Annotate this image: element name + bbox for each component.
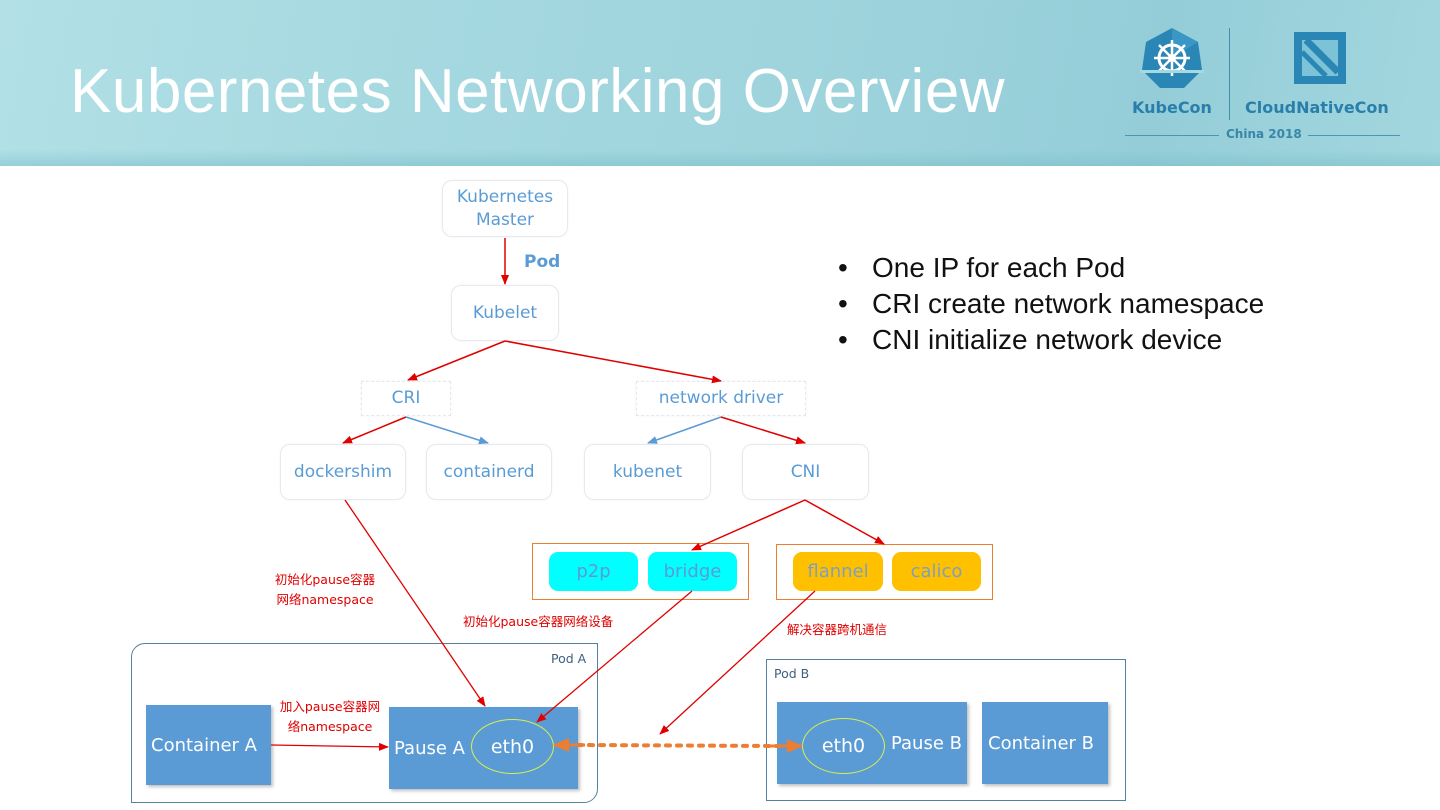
- kubernetes-master-node[interactable]: Kubernetes Master: [442, 180, 568, 237]
- slide-header: [0, 0, 1440, 166]
- bullet-item: •CRI create network namespace: [838, 286, 1264, 322]
- cri-node[interactable]: CRI: [361, 381, 451, 416]
- plugin-calico[interactable]: calico: [892, 552, 981, 591]
- dockershim-node[interactable]: dockershim: [280, 444, 406, 500]
- bullet-item: •CNI initialize network device: [838, 322, 1264, 358]
- note-cross-host: 解决容器跨机通信: [787, 622, 888, 637]
- pod-b-label: Pod B: [774, 666, 810, 681]
- pod-link-dotted: [576, 743, 782, 748]
- plugin-bridge[interactable]: bridge: [648, 552, 737, 591]
- note-join-namespace: 加入pause容器网 络namespace: [279, 699, 381, 734]
- arrow-cri-to-dockershim: [342, 416, 407, 444]
- bullet-dot-icon: •: [838, 288, 848, 319]
- container-a[interactable]: Container A: [146, 705, 271, 785]
- containerd-node[interactable]: containerd: [426, 444, 552, 500]
- header-shade: [0, 150, 1440, 166]
- arrow-kubelet-to-network-driver: [504, 340, 722, 384]
- plugin-p2p[interactable]: p2p: [549, 552, 638, 591]
- arrow-kubelet-to-cri: [407, 340, 506, 381]
- bullet-list: •One IP for each Pod •CRI create network…: [838, 250, 1264, 358]
- slide-title: Kubernetes Networking Overview: [70, 57, 1006, 126]
- logo-divider: [1229, 28, 1230, 120]
- kubecon-logo-icon: [1140, 28, 1204, 88]
- event-rule-left: [1125, 135, 1219, 136]
- pod-b-eth0[interactable]: eth0: [802, 718, 885, 774]
- cloudnativecon-wordmark: CloudNativeCon: [1245, 98, 1389, 117]
- bullet-dot-icon: •: [838, 324, 848, 355]
- bullet-dot-icon: •: [838, 252, 848, 283]
- bullet-item: •One IP for each Pod: [838, 250, 1264, 286]
- pod-a-eth0[interactable]: eth0: [471, 719, 554, 774]
- note-init-device: 初始化pause容器网络设备: [463, 614, 614, 629]
- arrow-cri-to-containerd: [405, 416, 489, 445]
- kubelet-node[interactable]: Kubelet: [451, 285, 559, 341]
- network-driver-node[interactable]: network driver: [636, 381, 806, 416]
- pod-edge-label: Pod: [524, 252, 561, 272]
- plugin-flannel[interactable]: flannel: [793, 552, 883, 591]
- arrow-cni-to-overlay: [804, 499, 885, 545]
- note-init-namespace: 初始化pause容器 网络namespace: [274, 572, 376, 607]
- kubenet-node[interactable]: kubenet: [584, 444, 711, 500]
- event-label: China 2018: [1226, 127, 1302, 141]
- event-rule-right: [1308, 135, 1400, 136]
- container-b[interactable]: Container B: [982, 702, 1108, 784]
- pod-a-label: Pod A: [551, 651, 587, 666]
- cncf-logo-icon: [1294, 32, 1346, 84]
- arrow-driver-to-kubenet: [647, 416, 722, 444]
- arrow-driver-to-cni: [720, 416, 806, 445]
- cni-node[interactable]: CNI: [742, 444, 869, 500]
- kubecon-wordmark: KubeCon: [1132, 98, 1212, 117]
